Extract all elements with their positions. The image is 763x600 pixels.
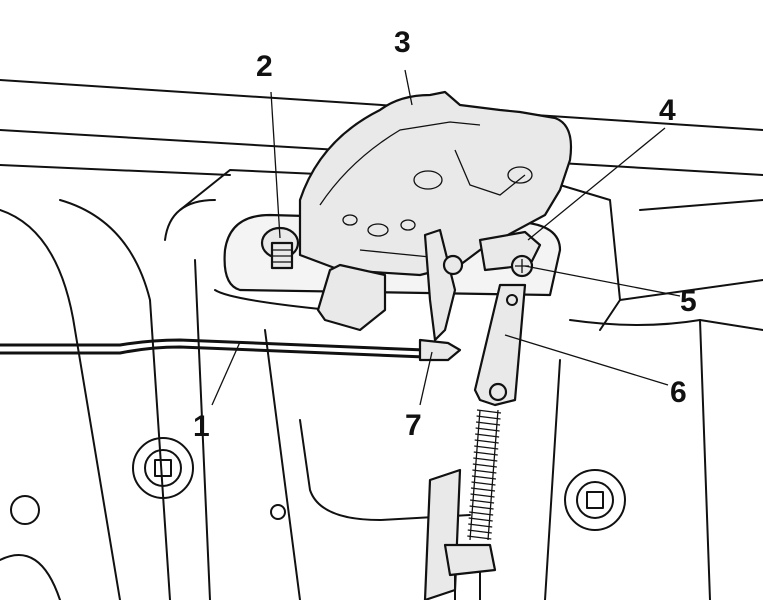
hole [10,495,40,525]
cable-clip [316,263,387,332]
release-lever [423,228,457,342]
callout-6: 6 [670,376,687,409]
callout-1: 1 [193,410,210,443]
callout-4: 4 [659,94,676,127]
callout-7: 7 [405,409,422,442]
rod-end [443,543,497,577]
release-cable [0,338,426,352]
leader-lines [211,69,681,406]
bolt [260,226,300,270]
operating-lever [473,283,527,407]
hole [270,504,286,520]
mounting-hole-right [564,469,626,531]
spring [467,409,502,541]
pivot [442,254,464,276]
lock-body [298,90,573,277]
callout-5: 5 [680,285,697,318]
body-panel [0,79,763,600]
callout-2: 2 [256,50,273,83]
cable-fitting [418,338,462,362]
callout-3: 3 [394,26,411,59]
mounting-hole-left [132,437,194,499]
